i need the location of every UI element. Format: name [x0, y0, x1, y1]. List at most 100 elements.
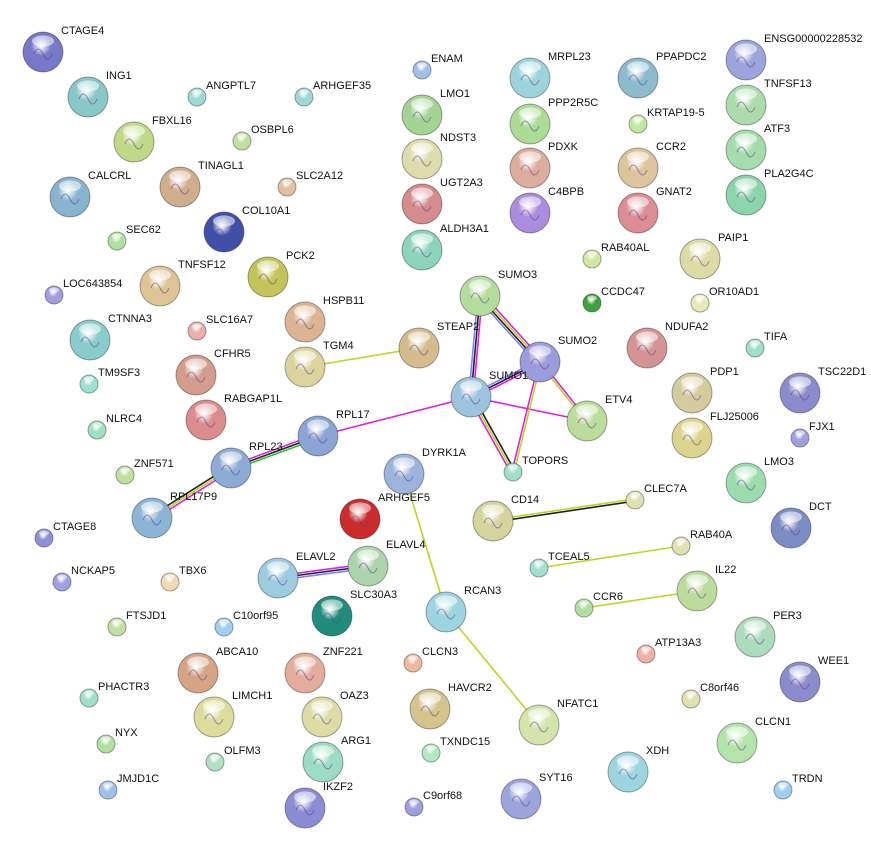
node-hspb11[interactable]: HSPB11 — [284, 295, 364, 343]
node-wee1[interactable]: WEE1 — [779, 655, 849, 703]
node-sec62[interactable]: SEC62 — [107, 224, 161, 251]
node-trdn[interactable]: TRDN — [773, 773, 823, 800]
node-havcr2[interactable]: HAVCR2 — [409, 682, 492, 730]
node-c4bpb[interactable]: C4BPB — [509, 186, 584, 234]
node-elavl2[interactable]: ELAVL2 — [257, 551, 336, 599]
node-ppapdc2[interactable]: PPAPDC2 — [617, 51, 707, 99]
edge-tceal5-rab40a[interactable] — [538, 545, 682, 569]
node-calcrl[interactable]: CALCRL — [49, 170, 131, 218]
node-sumo3[interactable]: SUMO3 — [459, 269, 537, 317]
node-tifa[interactable]: TIFA — [745, 331, 788, 358]
node-atf3[interactable]: ATF3 — [725, 123, 790, 171]
node-c8orf46[interactable]: C8orf46 — [681, 682, 739, 709]
edge-rcan3-nfatc1[interactable] — [445, 611, 540, 726]
node-rabgap1l[interactable]: RABGAP1L — [185, 393, 282, 441]
node-cd14[interactable]: CD14 — [472, 494, 539, 542]
node-atp13a3[interactable]: ATP13A3 — [636, 637, 701, 664]
node-ensg00000228532[interactable]: ENSG00000228532 — [725, 33, 862, 81]
node-ccr2[interactable]: CCR2 — [617, 141, 686, 189]
node-jmjd1c[interactable]: JMJD1C — [98, 773, 159, 800]
node-rpl17[interactable]: RPL17 — [297, 409, 370, 457]
node-clec7a[interactable]: CLEC7A — [625, 483, 687, 510]
node-mrpl23[interactable]: MRPL23 — [509, 51, 591, 99]
node-ndufa2[interactable]: NDUFA2 — [626, 321, 708, 369]
node-pck2[interactable]: PCK2 — [247, 250, 315, 298]
node-fjx1[interactable]: FJX1 — [790, 421, 835, 448]
node-arhgef5[interactable]: ARHGEF5 — [339, 492, 430, 540]
node-dyrk1a[interactable]: DYRK1A — [383, 447, 467, 495]
node-aldh3a1[interactable]: ALDH3A1 — [401, 223, 489, 271]
node-tnfsf13[interactable]: TNFSF13 — [725, 78, 812, 126]
node-dct[interactable]: DCT — [770, 501, 832, 549]
node-tinagl1[interactable]: TINAGL1 — [159, 160, 244, 208]
node-olfm3[interactable]: OLFM3 — [205, 745, 261, 772]
node-elavl4[interactable]: ELAVL4 — [347, 539, 426, 587]
node-per3[interactable]: PER3 — [734, 610, 802, 658]
node-clcn1[interactable]: CLCN1 — [716, 716, 791, 764]
node-cfhr5[interactable]: CFHR5 — [175, 348, 251, 396]
node-tsc22d1[interactable]: TSC22D1 — [779, 366, 866, 414]
node-rpl23[interactable]: RPL23 — [210, 441, 283, 489]
edge-sumo1-rpl17[interactable] — [317, 396, 472, 437]
node-or10ad1[interactable]: OR10AD1 — [690, 286, 759, 313]
node-fbxl16[interactable]: FBXL16 — [113, 115, 192, 163]
node-c9orf68[interactable]: C9orf68 — [404, 790, 462, 817]
node-arhgef35[interactable]: ARHGEF35 — [294, 80, 371, 107]
node-ctnna3[interactable]: CTNNA3 — [69, 313, 152, 361]
node-tgm4[interactable]: TGM4 — [284, 340, 354, 388]
node-ccdc47[interactable]: CCDC47 — [582, 286, 645, 313]
node-ctage4[interactable]: CTAGE4 — [22, 25, 104, 73]
edge-cd14-clec7a[interactable] — [492, 498, 636, 523]
node-phactr3[interactable]: PHACTR3 — [79, 681, 149, 708]
node-sumo2[interactable]: SUMO2 — [519, 335, 597, 383]
node-pdp1[interactable]: PDP1 — [671, 366, 739, 414]
node-nfatc1[interactable]: NFATC1 — [518, 698, 598, 746]
node-slc16a7[interactable]: SLC16A7 — [187, 314, 253, 341]
node-ctage8[interactable]: CTAGE8 — [34, 521, 96, 548]
node-tm9sf3[interactable]: TM9SF3 — [79, 367, 140, 394]
node-lmo1[interactable]: LMO1 — [401, 88, 470, 136]
node-pla2g4c[interactable]: PLA2G4C — [725, 168, 814, 216]
node-paip1[interactable]: PAIP1 — [679, 232, 748, 280]
node-col10a1[interactable]: COL10A1 — [203, 205, 290, 253]
node-rab40al[interactable]: RAB40AL — [582, 242, 649, 269]
node-ing1[interactable]: ING1 — [67, 70, 132, 118]
node-syt16[interactable]: SYT16 — [500, 772, 573, 820]
node-nyx[interactable]: NYX — [96, 727, 138, 754]
node-xdh[interactable]: XDH — [607, 745, 669, 793]
node-c10orf95[interactable]: C10orf95 — [214, 610, 278, 637]
node-ikzf2[interactable]: IKZF2 — [284, 781, 353, 829]
node-clcn3[interactable]: CLCN3 — [403, 646, 458, 673]
node-ugt2a3[interactable]: UGT2A3 — [401, 177, 483, 225]
node-tbx6[interactable]: TBX6 — [160, 565, 207, 592]
node-tceal5[interactable]: TCEAL5 — [529, 551, 590, 578]
node-oaz3[interactable]: OAZ3 — [301, 690, 369, 738]
node-slc2a12[interactable]: SLC2A12 — [277, 170, 343, 197]
node-slc30a3[interactable]: SLC30A3 — [311, 589, 397, 637]
node-znf571[interactable]: ZNF571 — [115, 458, 174, 485]
node-pdxk[interactable]: PDXK — [509, 141, 579, 189]
node-limch1[interactable]: LIMCH1 — [193, 690, 272, 738]
node-ftsjd1[interactable]: FTSJD1 — [107, 610, 166, 637]
node-nlrc4[interactable]: NLRC4 — [87, 413, 142, 440]
node-rab40a[interactable]: RAB40A — [671, 529, 733, 556]
node-tnfsf12[interactable]: TNFSF12 — [139, 259, 226, 307]
node-enam[interactable]: ENAM — [412, 53, 463, 80]
node-abca10[interactable]: ABCA10 — [177, 646, 258, 694]
node-sumo1[interactable]: SUMO1 — [450, 370, 528, 418]
node-angptl7[interactable]: ANGPTL7 — [187, 80, 256, 107]
node-rcan3[interactable]: RCAN3 — [425, 585, 501, 633]
node-arg1[interactable]: ARG1 — [302, 735, 371, 783]
node-topors[interactable]: TOPORS — [503, 455, 568, 482]
node-ppp2r5c[interactable]: PPP2R5C — [509, 97, 598, 145]
node-rpl17p9[interactable]: RPL17P9 — [131, 491, 217, 539]
node-gnat2[interactable]: GNAT2 — [617, 186, 692, 234]
node-osbpl6[interactable]: OSBPL6 — [232, 124, 294, 151]
node-lmo3[interactable]: LMO3 — [725, 456, 794, 504]
node-flj25006[interactable]: FLJ25006 — [671, 411, 759, 459]
node-il22[interactable]: IL22 — [676, 564, 736, 612]
node-ccr6[interactable]: CCR6 — [574, 591, 623, 618]
node-etv4[interactable]: ETV4 — [566, 394, 633, 442]
node-loc643854[interactable]: LOC643854 — [44, 278, 122, 305]
node-znf221[interactable]: ZNF221 — [284, 646, 363, 694]
